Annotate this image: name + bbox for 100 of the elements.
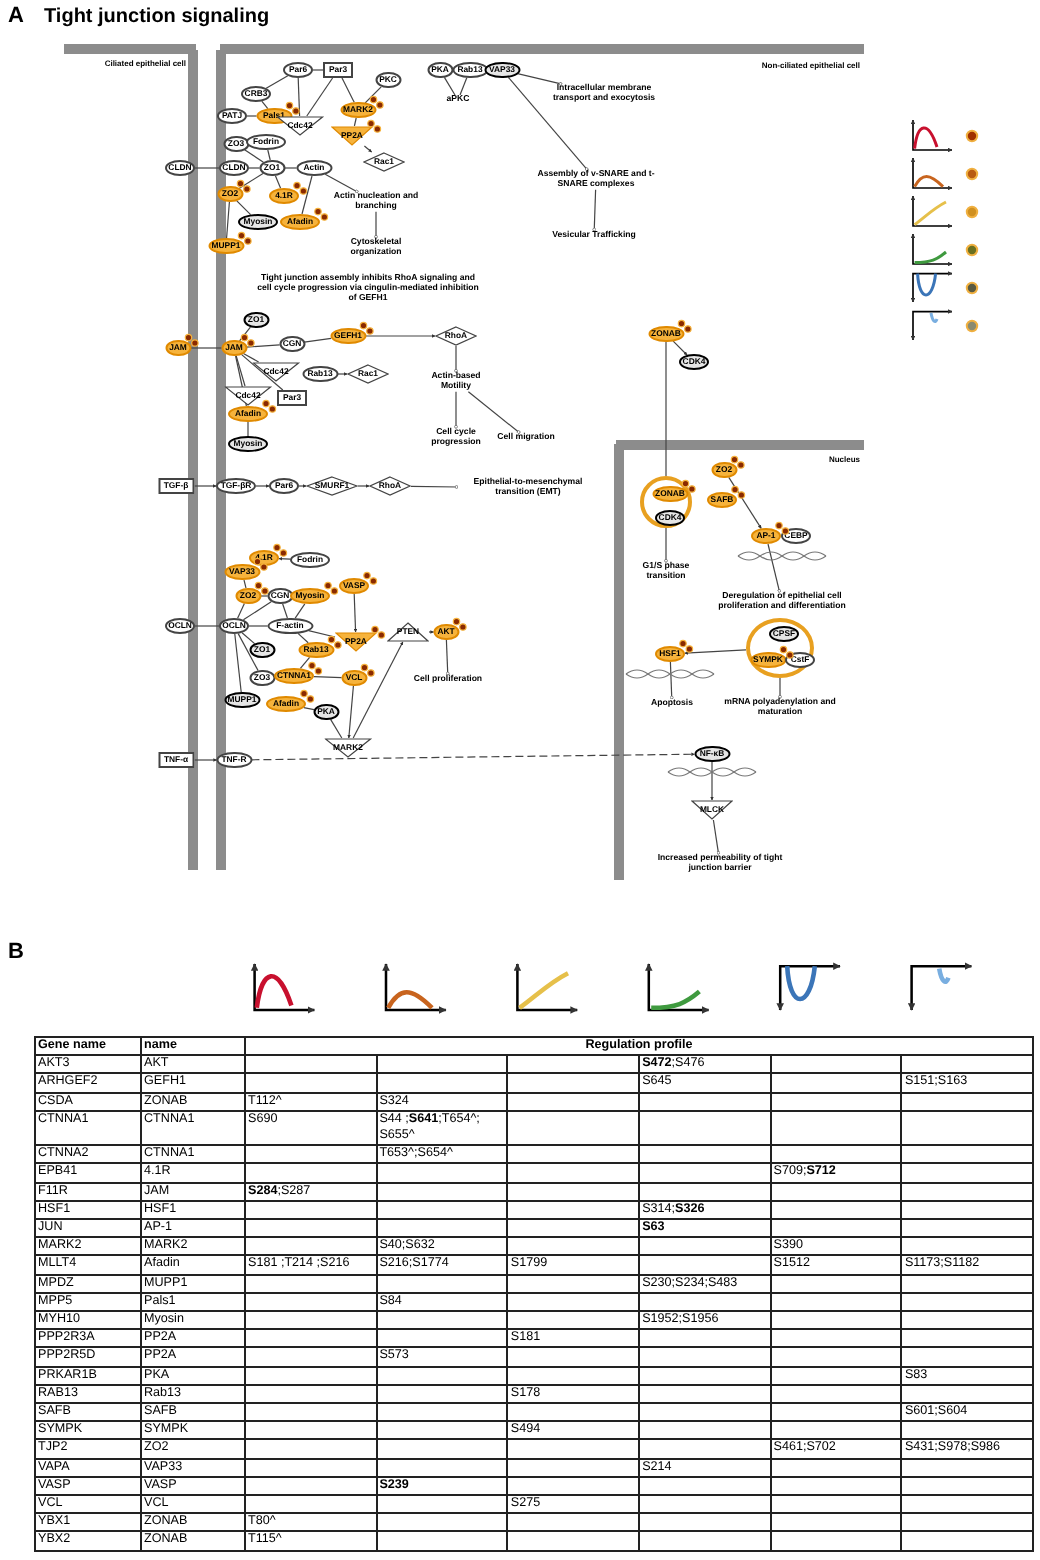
connector-line	[194, 167, 220, 169]
connector-line	[236, 200, 252, 216]
protein-diamond	[363, 152, 405, 172]
protein-ellipse	[484, 62, 520, 78]
connector-line	[299, 656, 311, 669]
protein-ellipse	[341, 670, 367, 686]
protein-ellipse	[298, 642, 334, 658]
connector-line	[284, 167, 298, 169]
protein-ellipse	[433, 624, 459, 640]
connector-line	[364, 86, 382, 104]
arrow	[728, 476, 762, 529]
protein-box	[158, 478, 194, 494]
connector-line	[443, 76, 456, 96]
protein-triangle	[252, 362, 300, 382]
protein-box	[158, 752, 194, 768]
protein-ellipse	[290, 552, 330, 568]
protein-ellipse	[655, 646, 685, 662]
connector-line	[248, 625, 269, 627]
protein-box	[323, 62, 353, 78]
connector-line	[226, 201, 230, 239]
connector-line	[341, 77, 355, 103]
connector-line	[237, 633, 259, 671]
process-connector	[767, 543, 781, 593]
connector-line	[353, 117, 357, 127]
arrow	[357, 484, 370, 488]
process-connector	[669, 661, 674, 700]
connector-line	[306, 77, 334, 117]
protein-ellipse	[452, 62, 488, 78]
connector-line	[238, 173, 264, 189]
protein-ellipse	[216, 478, 256, 494]
protein-ellipse	[246, 134, 286, 150]
arrow	[278, 557, 291, 561]
connector-line	[303, 337, 332, 343]
protein-ellipse	[269, 478, 299, 494]
protein-ellipse	[375, 72, 401, 88]
arrow	[365, 334, 436, 338]
protein-ellipse	[228, 406, 268, 422]
arrow	[710, 761, 714, 801]
connector-line	[235, 355, 246, 387]
connector-line	[242, 352, 260, 363]
protein-ellipse	[249, 642, 275, 658]
connector-line	[459, 77, 468, 96]
process-connector	[445, 639, 450, 676]
process-connector	[467, 391, 521, 434]
process-connector	[592, 189, 597, 232]
connector-line	[237, 603, 245, 619]
protein-ellipse	[313, 704, 339, 720]
protein-ellipse	[228, 436, 268, 452]
protein-ellipse	[330, 328, 366, 344]
connector-line	[241, 632, 256, 645]
process-connector	[454, 391, 458, 429]
arrow	[353, 593, 358, 633]
protein-ellipse	[269, 188, 299, 204]
protein-ellipse	[259, 160, 285, 176]
protein-diamond	[369, 476, 411, 496]
connector-line	[240, 353, 284, 391]
protein-ellipse	[249, 670, 275, 686]
process-connector	[712, 819, 721, 855]
connector-line	[242, 601, 272, 621]
connector-line	[665, 341, 667, 477]
arrow	[298, 484, 307, 488]
protein-ellipse	[224, 564, 260, 580]
protein-triangle	[331, 126, 373, 146]
connector-line	[265, 75, 289, 89]
process-connector	[374, 211, 378, 239]
process-connector	[324, 173, 359, 194]
arrow	[672, 340, 688, 356]
protein-ellipse	[302, 366, 338, 382]
connector-line	[274, 175, 282, 189]
connector-line	[297, 77, 301, 117]
connector-line	[194, 625, 220, 627]
connector-line	[260, 595, 269, 597]
process-connector	[517, 73, 563, 86]
connector-line	[312, 69, 324, 71]
protein-triangle	[387, 622, 429, 642]
protein-ellipse	[280, 214, 320, 230]
arrow	[363, 145, 373, 153]
connector-line	[303, 707, 315, 711]
arrow	[250, 752, 696, 761]
arrow	[193, 758, 218, 762]
connector-line	[261, 100, 269, 110]
protein-ellipse	[238, 214, 278, 230]
protein-ellipse	[165, 340, 191, 356]
complex-circle	[746, 618, 814, 678]
process-connector	[664, 527, 668, 563]
connector-line	[246, 115, 258, 117]
connector-line	[330, 718, 343, 739]
protein-ellipse	[296, 160, 332, 176]
process-connector	[507, 76, 589, 171]
complex-circle	[640, 476, 692, 528]
protein-triangle	[691, 800, 733, 820]
connector-line	[244, 149, 264, 163]
process-connector	[454, 345, 458, 373]
protein-ellipse	[283, 62, 313, 78]
connector-line	[248, 167, 261, 169]
protein-ellipse	[711, 462, 737, 478]
arrow	[428, 630, 435, 634]
connector-line	[234, 633, 242, 693]
connector-line	[282, 603, 288, 619]
protein-ellipse	[235, 588, 261, 604]
